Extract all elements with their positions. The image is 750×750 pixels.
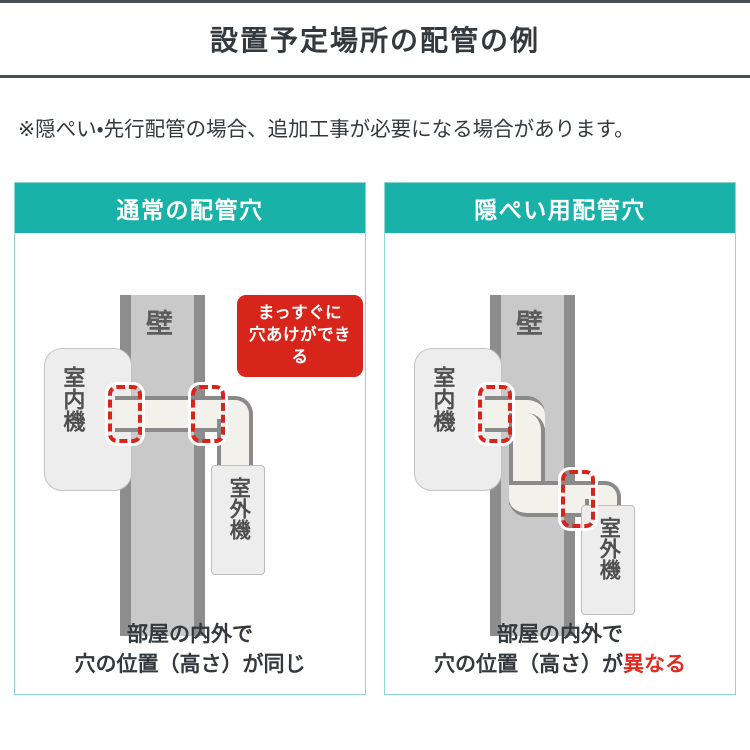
caption-line-2-prefix: 穴の位置（高さ）が — [434, 653, 623, 677]
panel-normal-caption: 部屋の内外で 穴の位置（高さ）が同じ — [15, 620, 365, 680]
wall-label: 壁 — [146, 309, 173, 339]
caption-line-2: 穴の位置（高さ）が異なる — [385, 650, 735, 680]
wall-outer-edge — [564, 295, 575, 636]
hole-marker-outside — [188, 382, 228, 446]
caption-line-2-accent: 異なる — [623, 653, 686, 677]
hole-marker-inside — [475, 382, 515, 446]
panel-normal-hole: 通常の配管穴 壁 室内機 室外機 — [14, 182, 366, 695]
caption-line-2-accent: 同じ — [263, 653, 306, 677]
caption-line-1: 部屋の内外で — [497, 623, 623, 647]
hole-marker-inside — [105, 382, 145, 446]
callout-line-1: まっすぐに — [257, 304, 343, 322]
outdoor-unit-label: 室外機 — [227, 477, 251, 540]
panel-normal-body: 壁 室内機 室外機 まっすぐに 穴あけができる — [15, 233, 365, 694]
indoor-unit-label: 室内機 — [60, 366, 86, 432]
caption-line-1: 部屋の内外で — [127, 623, 253, 647]
panel-concealed-header: 隠ぺい用配管穴 — [385, 183, 735, 233]
outdoor-unit-label: 室外機 — [597, 517, 621, 580]
page-subtitle: ※隠ぺい・先行配管の場合、追加工事が必要になる場合があります。 — [18, 118, 635, 141]
page-title: 設置予定場所の配管の例 — [209, 25, 540, 56]
panel-normal-header: 通常の配管穴 — [15, 183, 365, 233]
callout-tail-icon — [239, 354, 265, 376]
callout-line-2: 穴あけができる — [249, 325, 351, 366]
panel-concealed-caption: 部屋の内外で 穴の位置（高さ）が異なる — [385, 620, 735, 680]
caption-line-2-prefix: 穴の位置（高さ）が — [74, 653, 264, 677]
diagram-concealed: 壁 室内機 室外機 — [385, 233, 735, 636]
indoor-unit-label: 室内機 — [430, 366, 456, 432]
wall-outer-edge — [194, 295, 205, 636]
page-title-block: 設置予定場所の配管の例 — [0, 0, 750, 78]
wall-slab — [120, 295, 205, 636]
hole-marker-outside — [558, 467, 598, 531]
outdoor-unit — [211, 465, 265, 575]
panel-concealed-body: 壁 室内機 室外機 部 — [385, 233, 735, 694]
comparison-panels: 通常の配管穴 壁 室内機 室外機 — [14, 182, 736, 695]
indoor-unit — [44, 348, 132, 491]
panel-concealed-hole: 隠ぺい用配管穴 壁 室内機 — [384, 182, 736, 695]
diagram-normal: 壁 室内機 室外機 まっすぐに 穴あけができる — [15, 233, 365, 636]
wall-label: 壁 — [516, 309, 543, 339]
pipe-lower-horizontal — [509, 481, 595, 517]
caption-line-2: 穴の位置（高さ）が同じ — [15, 650, 365, 680]
